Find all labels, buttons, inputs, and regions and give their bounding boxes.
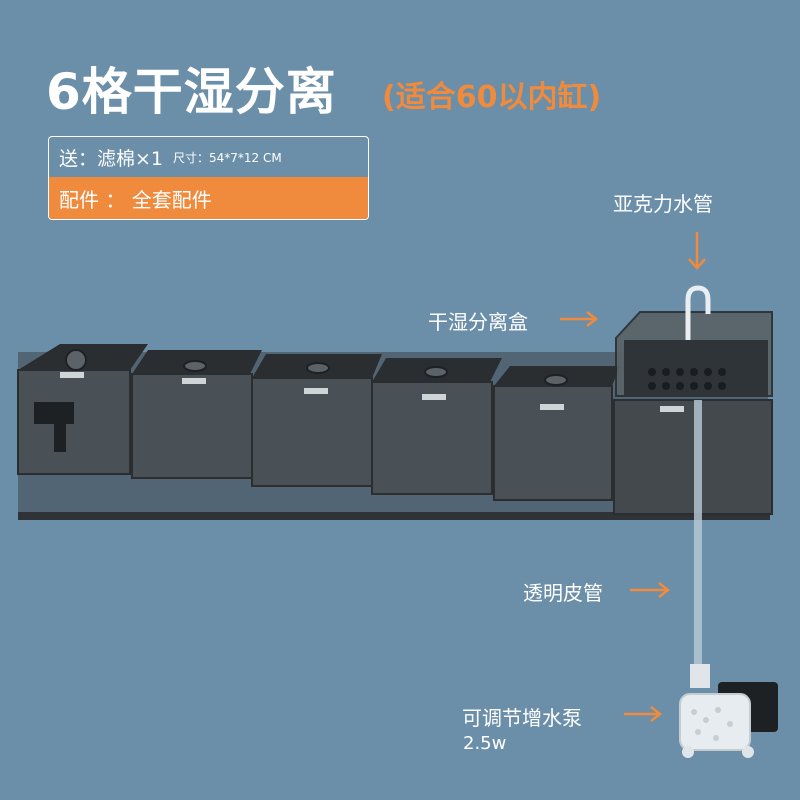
arrow-right-icon	[624, 706, 663, 722]
label-clear-hose: 透明皮管	[523, 581, 603, 605]
product-title: 6格干湿分离	[46, 63, 337, 121]
wet-dry-separation-box	[613, 311, 773, 515]
label-pump: 可调节增水泵	[462, 706, 582, 730]
clear-hose	[694, 400, 702, 676]
arrow-right-icon	[560, 311, 599, 327]
spec-box: 送：滤棉×1 尺寸：54*7*12 CM 配件 ： 全套配件	[48, 136, 369, 220]
label-acrylic-pipe: 亚克力水管	[613, 192, 713, 216]
arrow-right-icon	[630, 582, 671, 598]
spec-row-contents: 送：滤棉×1 尺寸：54*7*12 CM	[49, 137, 368, 177]
compartment	[251, 354, 382, 487]
spec-included: 送：滤棉×1	[59, 147, 164, 170]
compartment	[371, 358, 502, 495]
acrylic-pipe	[685, 285, 711, 340]
spec-accessories: 配件 ： 全套配件	[49, 177, 368, 219]
spec-size: 尺寸：54*7*12 CM	[173, 150, 282, 165]
water-pump	[679, 664, 778, 758]
compartment	[131, 350, 262, 479]
label-separation-box: 干湿分离盒	[428, 310, 528, 334]
compartment	[17, 344, 148, 475]
label-pump-power: 2.5w	[463, 733, 507, 754]
product-subtitle: (适合60以内缸)	[382, 80, 602, 115]
compartment	[493, 366, 620, 501]
arrow-down-icon	[688, 232, 706, 270]
